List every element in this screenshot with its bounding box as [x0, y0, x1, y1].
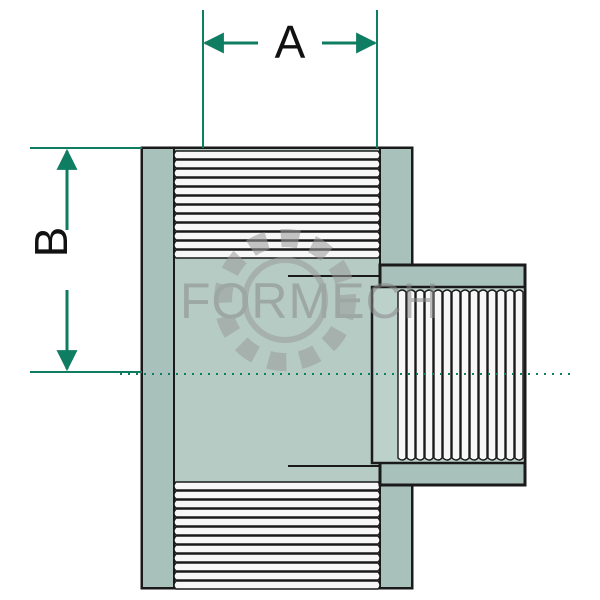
dimension-b: B	[25, 147, 142, 373]
dimension-a-label: A	[275, 16, 306, 68]
thread-ridge	[442, 289, 452, 461]
thread-ridge	[173, 150, 381, 160]
thread-ridge	[487, 289, 497, 461]
thread-ridge	[173, 562, 381, 572]
thread-ridge	[415, 289, 425, 461]
thread-ridge	[173, 553, 381, 563]
left-wall-inner-line	[141, 147, 175, 589]
thread-ridge	[173, 499, 381, 509]
bottom-thread	[173, 481, 381, 590]
thread-ridge	[173, 535, 381, 545]
thread-ridge	[514, 289, 524, 461]
thread-ridge	[173, 571, 381, 581]
thread-ridge	[496, 289, 506, 461]
thread-ridge	[173, 249, 381, 259]
thread-ridge	[173, 544, 381, 554]
thread-ridge	[173, 168, 381, 178]
gear-icon	[214, 229, 356, 371]
thread-ridge	[173, 508, 381, 518]
thread-ridge	[173, 159, 381, 169]
thread-ridge	[173, 204, 381, 214]
watermark-text: FORMECH	[180, 273, 440, 329]
dimension-b-label: B	[25, 227, 77, 258]
watermark: FORMECH	[180, 229, 440, 371]
thread-ridge	[424, 289, 434, 461]
thread-ridge	[478, 289, 488, 461]
thread-ridge	[173, 231, 381, 241]
thread-ridge	[173, 481, 381, 491]
thread-ridge	[173, 490, 381, 500]
thread-ridge	[173, 526, 381, 536]
thread-ridge	[173, 580, 381, 590]
thread-ridge	[173, 177, 381, 187]
dimension-a: A	[202, 10, 378, 148]
thread-ridge	[505, 289, 515, 461]
thread-ridge	[173, 195, 381, 205]
top-thread	[173, 150, 381, 259]
branch-thread	[397, 289, 524, 461]
branch-outlet	[288, 263, 527, 487]
thread-ridge	[173, 213, 381, 223]
thread-ridge	[173, 240, 381, 250]
thread-ridge	[406, 289, 416, 461]
thread-ridge	[173, 517, 381, 527]
thread-ridge	[173, 186, 381, 196]
thread-ridge	[173, 222, 381, 232]
thread-ridge	[433, 289, 443, 461]
